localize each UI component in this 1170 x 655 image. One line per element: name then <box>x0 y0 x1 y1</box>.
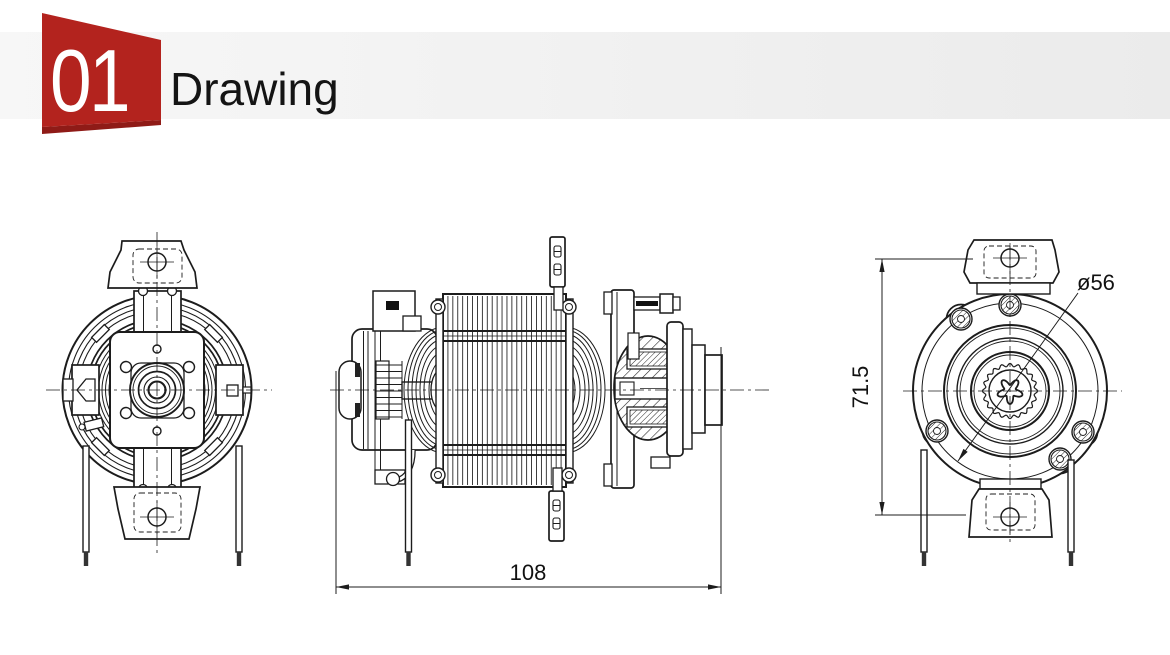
badge-shadow-shape <box>42 120 161 134</box>
front-view-drawing <box>46 232 272 566</box>
dim-length-label: 108 <box>510 560 547 585</box>
header-band <box>0 32 1170 119</box>
badge-shape <box>42 13 161 127</box>
dimension-annotations: 108 71.5 ø56 <box>510 270 1115 585</box>
badge-number: 01 <box>50 31 131 130</box>
rear-view-drawing <box>875 239 1122 566</box>
dim-diameter-label: ø56 <box>1077 270 1115 295</box>
section-badge <box>42 13 161 134</box>
page-title: Drawing <box>170 63 339 115</box>
dim-height-label: 71.5 <box>848 366 873 409</box>
side-view-drawing <box>330 236 770 594</box>
